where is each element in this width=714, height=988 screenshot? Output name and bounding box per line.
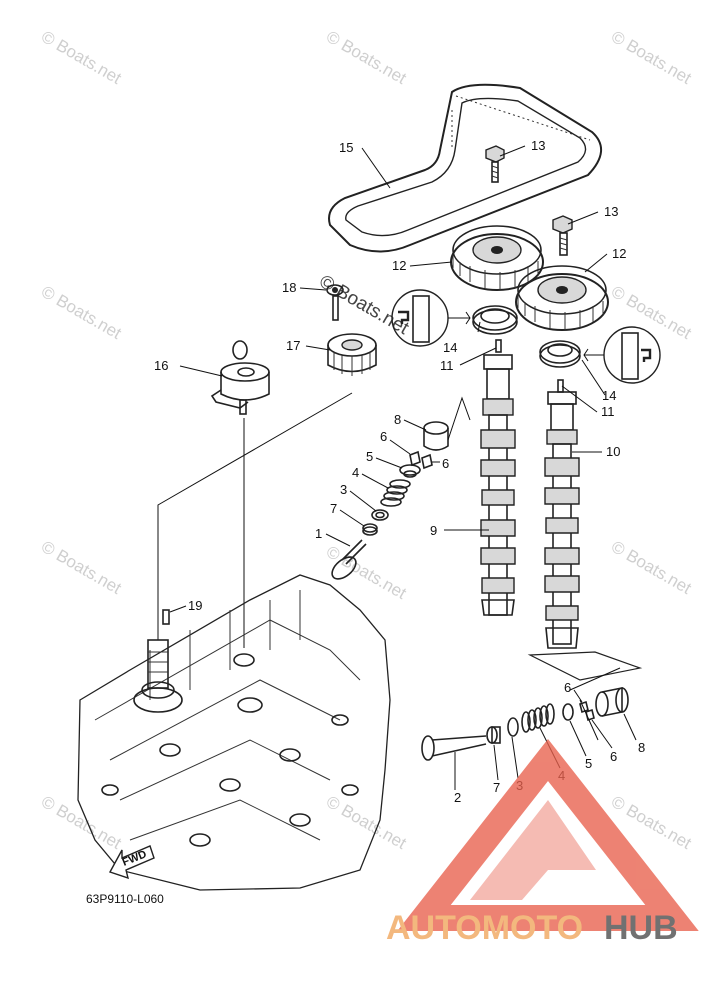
- callout-9: 9: [430, 523, 437, 538]
- camshaft-9: [480, 354, 516, 616]
- logo-text-hub: HUB: [604, 909, 678, 947]
- callout-14-left: 14: [443, 340, 457, 355]
- callout-7-left: 7: [330, 501, 337, 516]
- exhaust-train-line: [569, 667, 621, 741]
- callout-5-left: 5: [366, 449, 373, 464]
- keeper-6-left: [409, 450, 433, 470]
- callout-2: 2: [454, 790, 461, 805]
- callout-15: 15: [339, 140, 353, 155]
- callout-labels: 15 13 13 12 12 14 14 11 11 10 9 8 6 6 5 …: [154, 138, 645, 805]
- callout-13-lower: 13: [604, 204, 618, 219]
- callout-6-right-a: 6: [564, 680, 571, 695]
- watermark: © Boats.net: [323, 542, 410, 603]
- callout-3-left: 3: [340, 482, 347, 497]
- retainer-5-right: [562, 703, 574, 721]
- diagram-code: 63P9110-L060: [86, 892, 164, 906]
- callout-6-left-b: 6: [442, 456, 449, 471]
- callout-14-right: 14: [602, 388, 616, 403]
- callout-1: 1: [315, 526, 322, 541]
- bolt-13-upper: [485, 145, 505, 183]
- spring-seat-3-right: [507, 717, 519, 737]
- valve-2-exhaust: [421, 735, 487, 761]
- spring-4-right: [521, 703, 555, 733]
- callout-13-upper: 13: [531, 138, 545, 153]
- stem-seal-7-left: [362, 523, 378, 536]
- callout-6-right-b: 6: [610, 749, 617, 764]
- cam-pulley-left: [450, 225, 544, 291]
- watermark: © Boats.net: [38, 537, 125, 598]
- valve-1-intake: [331, 539, 367, 580]
- automotohub-logo: AUTOMOTO HUB: [386, 738, 699, 947]
- logo-text-automoto: AUTOMOTO: [386, 909, 583, 947]
- watermark-dark: © Boats.net: [316, 271, 413, 339]
- watermark: © Boats.net: [38, 27, 125, 88]
- callout-10: 10: [606, 444, 620, 459]
- callout-8-left: 8: [394, 412, 401, 427]
- watermarks: © Boats.net © Boats.net © Boats.net © Bo…: [38, 27, 695, 853]
- oil-seal-left: [472, 305, 518, 335]
- camshaft-10: [544, 391, 580, 649]
- callout-6-left-a: 6: [380, 429, 387, 444]
- callout-18: 18: [282, 280, 296, 295]
- belt-tensioner-16: [210, 340, 270, 415]
- leader-lines: [169, 145, 637, 790]
- callout-4-left: 4: [352, 465, 359, 480]
- watermark: © Boats.net: [323, 27, 410, 88]
- watermark: © Boats.net: [323, 792, 410, 853]
- watermark: © Boats.net: [608, 27, 695, 88]
- camshaft-plate: [527, 651, 643, 681]
- retainer-5-left: [399, 464, 421, 478]
- watermark: © Boats.net: [38, 282, 125, 343]
- callout-8-right: 8: [638, 740, 645, 755]
- callout-16: 16: [154, 358, 168, 373]
- callout-12-right: 12: [612, 246, 626, 261]
- callout-11-right: 11: [601, 404, 615, 419]
- stem-seal-7-right: [486, 726, 501, 744]
- spring-4-left: [380, 479, 411, 507]
- seal-detail-right: [583, 326, 661, 384]
- cylinder-head: [77, 574, 391, 891]
- watermark: © Boats.net: [608, 537, 695, 598]
- callout-12-left: 12: [392, 258, 406, 273]
- seal-detail-left: [391, 289, 471, 347]
- dowel-pin-19: [162, 609, 170, 625]
- idler-pulley-17: [327, 333, 377, 376]
- timing-belt: [328, 83, 602, 253]
- cam-pulley-right: [515, 265, 609, 331]
- lifter-8-left: [423, 396, 471, 451]
- callout-11-left: 11: [440, 358, 454, 373]
- lifter-8-right: [595, 687, 629, 717]
- callout-19: 19: [188, 598, 202, 613]
- bolt-13-lower: [552, 215, 573, 256]
- callout-7-right: 7: [493, 780, 500, 795]
- dowel-pin-left: [495, 339, 502, 353]
- callout-5-right: 5: [585, 756, 592, 771]
- spring-seat-3-left: [371, 509, 389, 521]
- bolt-18: [326, 284, 344, 321]
- oil-seal-right: [539, 340, 581, 368]
- tensioner-guide-line: [157, 392, 353, 640]
- callout-17: 17: [286, 338, 300, 353]
- watermark: © Boats.net: [38, 792, 125, 853]
